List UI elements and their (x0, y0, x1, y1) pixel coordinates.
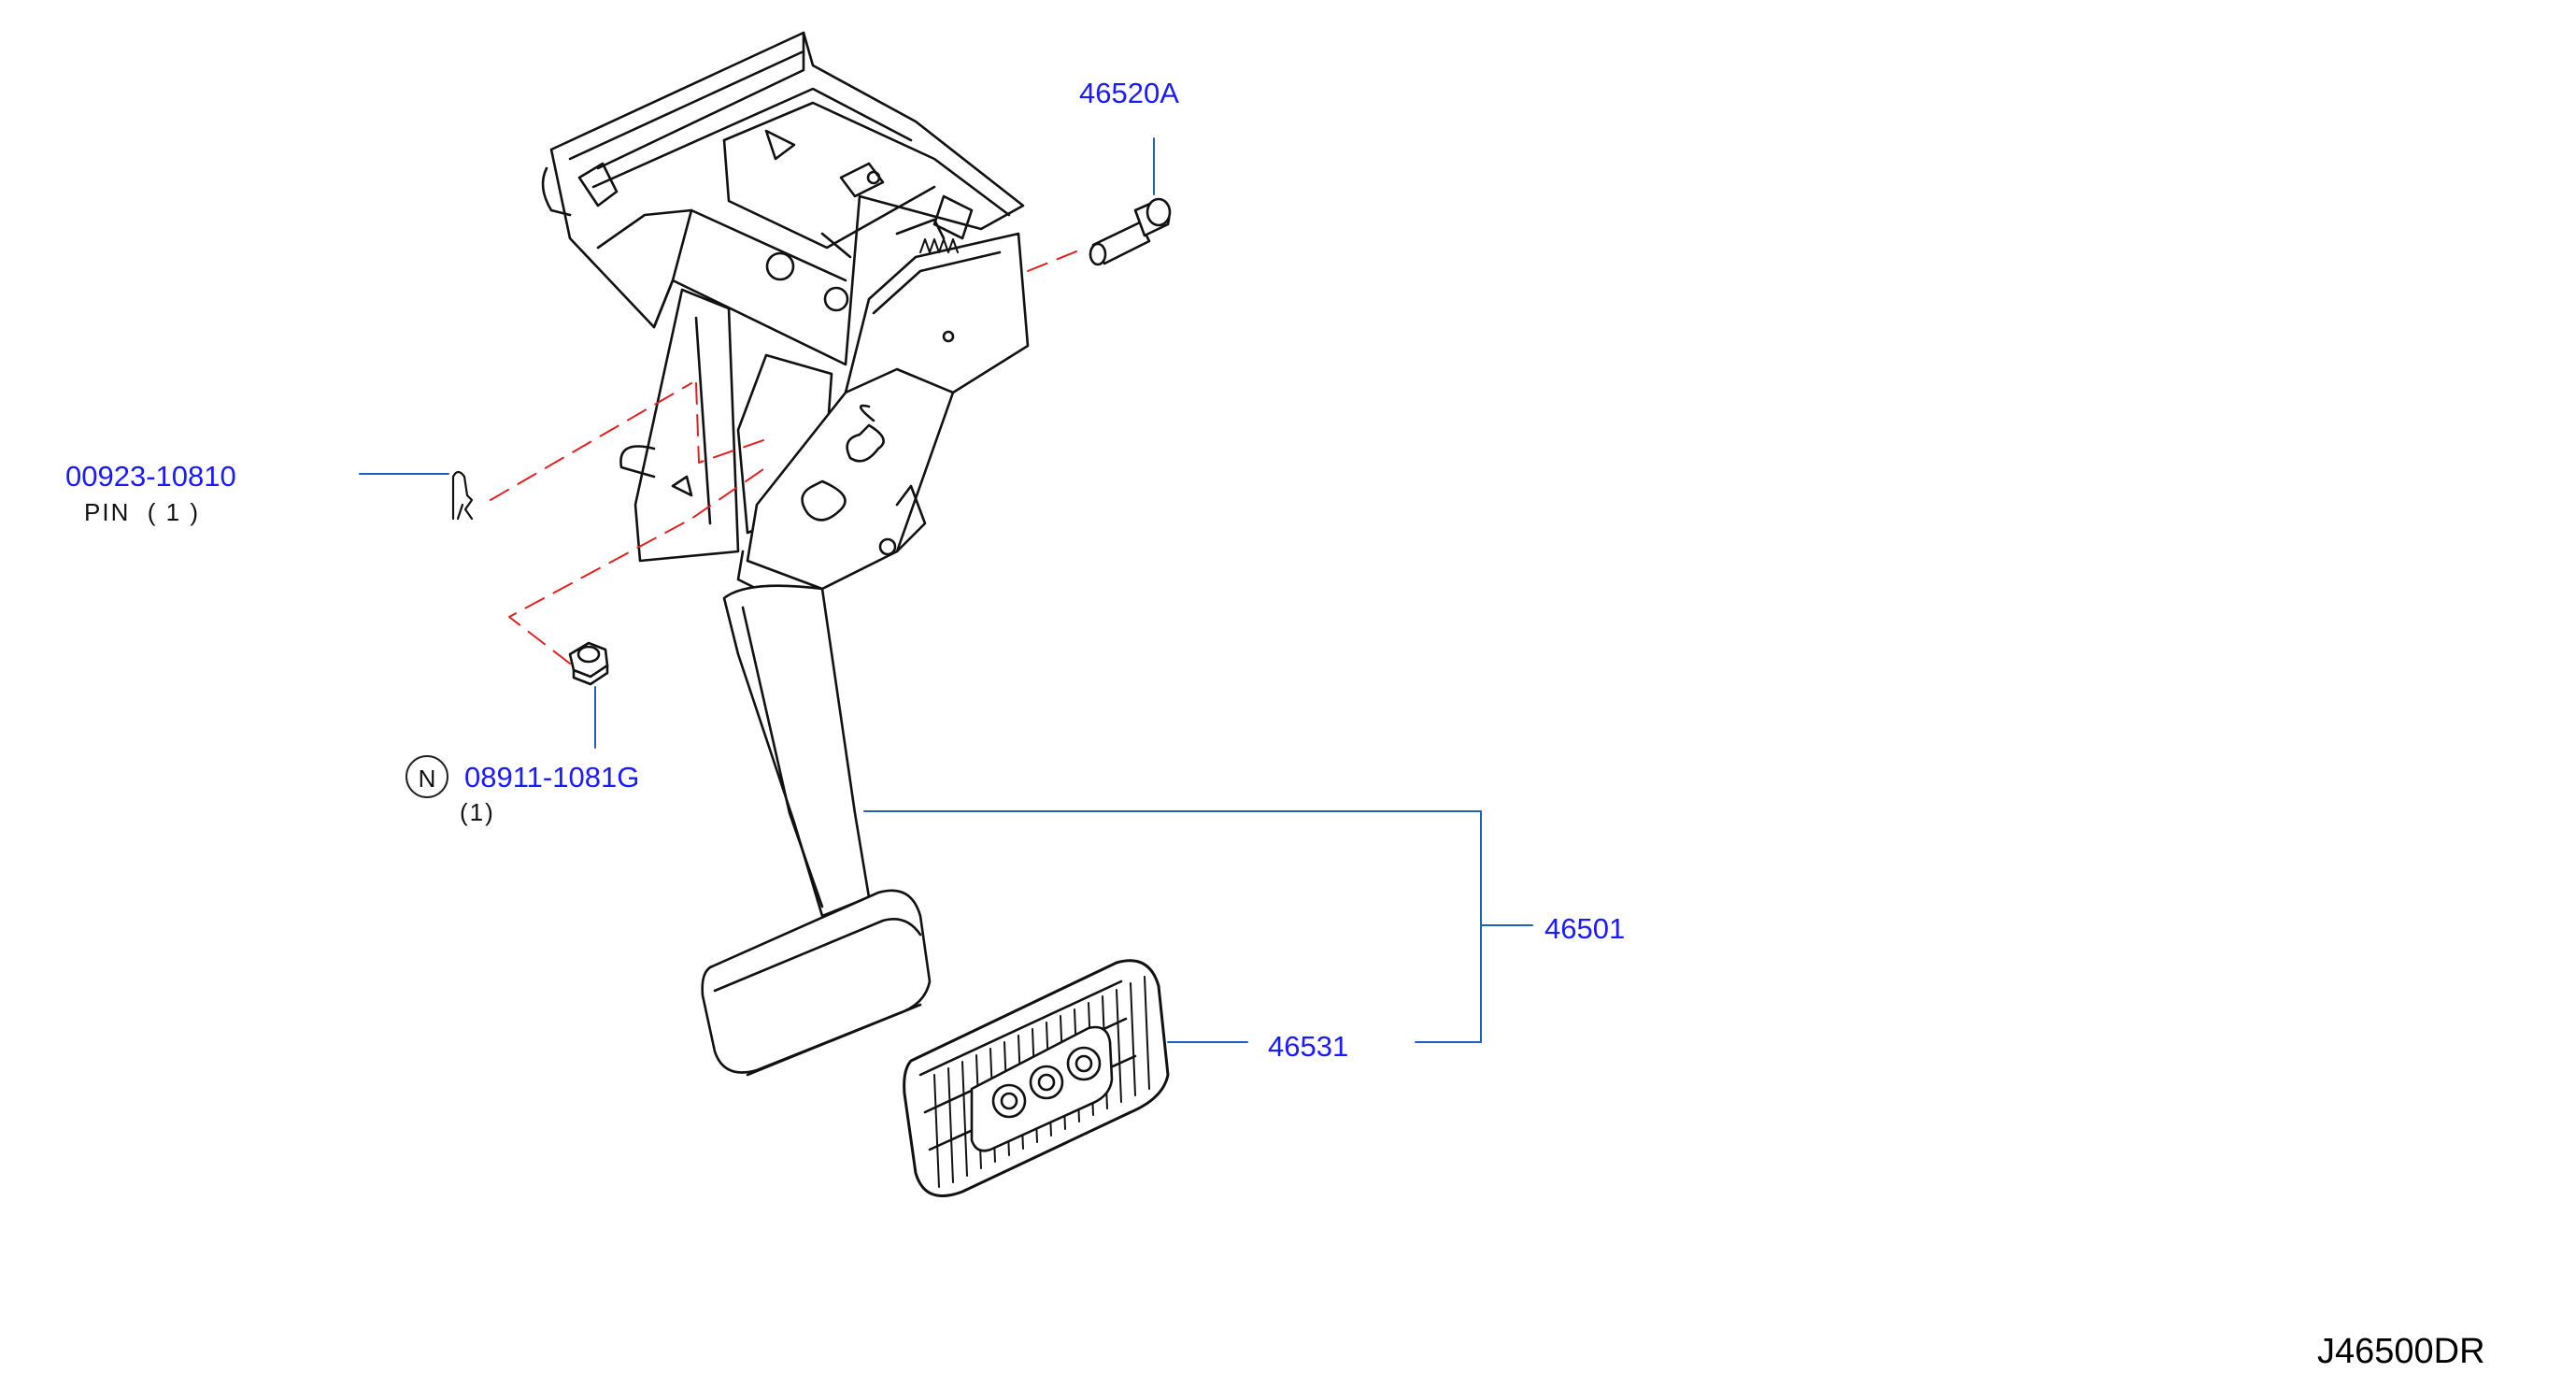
leader-lines (359, 137, 1533, 1043)
pedal-foot-plate (701, 889, 932, 1077)
pedal-pad-drawing (903, 959, 1170, 1197)
nut-marker-n: N (406, 755, 448, 798)
part-number-pin[interactable]: 00923-10810 (65, 460, 236, 493)
clip-pin-drawing (451, 470, 474, 521)
nut-quantity: (1) (460, 798, 495, 826)
nut-drawing (568, 641, 609, 686)
part-number-pedal-assembly[interactable]: 46501 (1544, 912, 1626, 945)
part-number-nut[interactable]: 08911-1081G (464, 761, 640, 794)
part-number-pedal-pad[interactable]: 46531 (1268, 1030, 1349, 1063)
part-number-bolt[interactable]: 46520A (1079, 77, 1179, 109)
assembly-dashed-lines (490, 247, 1087, 665)
bolt-drawing (1089, 197, 1172, 266)
pedal-lever (722, 584, 871, 918)
pin-name-quantity: PIN ( 1 ) (84, 498, 201, 526)
diagram-code: J46500DR (2317, 1332, 2485, 1371)
return-spring (919, 238, 959, 253)
pedal-bracket (541, 31, 1025, 366)
